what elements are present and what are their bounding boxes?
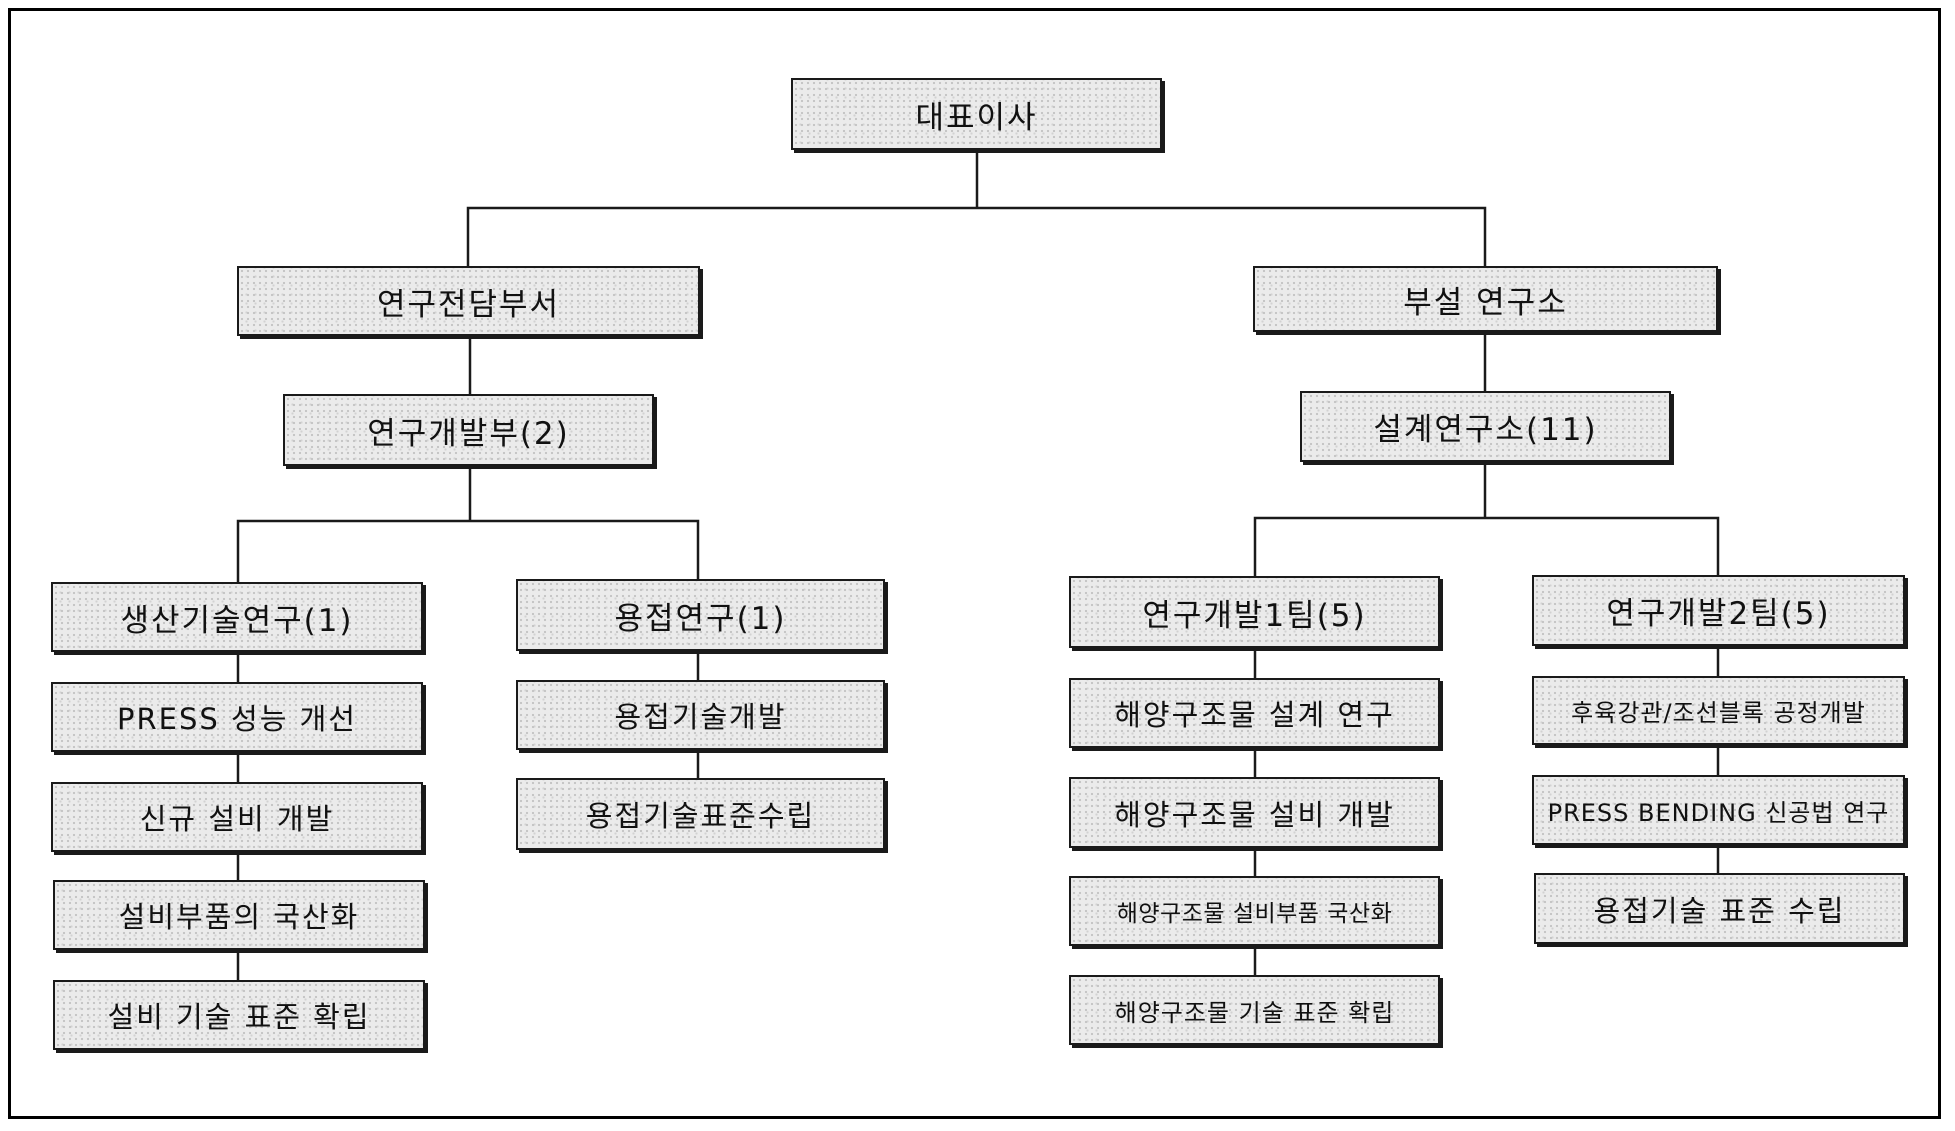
connector-right-division [1253,460,1720,578]
welding-team-box: 용접연구(1) [516,579,885,651]
task-pipe-block-process: 후육강관/조선블록 공정개발 [1532,676,1905,745]
task-parts-localization: 설비부품의 국산화 [53,880,425,950]
ceo-box: 대표이사 [791,78,1162,150]
rnd-team1-box: 연구개발1팀(5) [1069,576,1440,648]
production-tech-team-box: 생산기술연구(1) [51,582,423,652]
connector-ceo [466,148,1487,270]
task-offshore-equipment: 해양구조물 설비 개발 [1069,777,1440,848]
task-press-bending: PRESS BENDING 신공법 연구 [1532,775,1905,845]
task-welding-tech-standard: 용접기술 표준 수립 [1534,873,1905,944]
rnd-division-box: 연구개발부(2) [283,394,654,466]
task-offshore-parts-localization: 해양구조물 설비부품 국산화 [1069,876,1440,946]
task-press-performance: PRESS 성능 개선 [51,682,423,752]
task-welding-dev: 용접기술개발 [516,680,885,750]
affiliated-lab-box: 부설 연구소 [1253,266,1718,332]
research-dept-box: 연구전담부서 [237,266,700,336]
task-new-equipment: 신규 설비 개발 [51,782,423,852]
task-welding-standard: 용접기술표준수립 [516,778,885,850]
rnd-team2-box: 연구개발2팀(5) [1532,575,1905,646]
design-lab-box: 설계연구소(11) [1300,391,1671,462]
chart-frame [8,8,1941,1119]
task-offshore-standard: 해양구조물 기술 표준 확립 [1069,975,1440,1045]
task-offshore-design: 해양구조물 설계 연구 [1069,678,1440,748]
connector-left-division [236,464,700,584]
task-equipment-standard: 설비 기술 표준 확립 [53,980,425,1050]
